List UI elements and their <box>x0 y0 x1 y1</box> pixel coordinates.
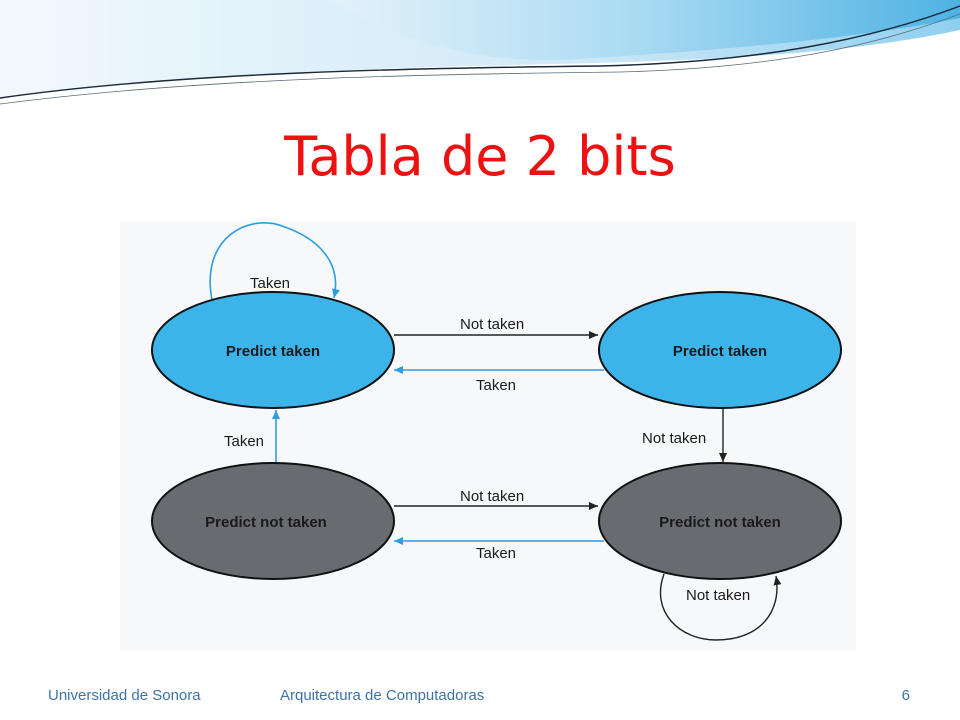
footer-course: Arquitectura de Computadoras <box>280 687 484 704</box>
self-loop-arrow-bottom-right <box>660 574 776 640</box>
state-predict-not-taken-weak: Predict not taken <box>152 463 394 579</box>
label-bottom-left-to-top-left: Taken <box>224 433 264 450</box>
self-loop-label-bottom-right: Not taken <box>686 587 750 604</box>
label-top-right-to-top-left: Taken <box>476 377 516 394</box>
state-predict-not-taken-strong: Predict not taken <box>599 463 841 579</box>
slide-footer: Universidad de Sonora Arquitectura de Co… <box>0 684 960 708</box>
self-loop-label-top-left: Taken <box>250 275 290 292</box>
label-bottom-right-to-bottom-left: Taken <box>476 545 516 562</box>
state-predict-taken-weak: Predict taken <box>599 292 841 408</box>
label-bottom-left-to-bottom-right: Not taken <box>460 488 524 505</box>
state-label-top-left: Predict taken <box>226 343 320 360</box>
state-predict-taken-strong: Predict taken <box>152 292 394 408</box>
state-label-bottom-left: Predict not taken <box>205 514 327 531</box>
footer-institution: Universidad de Sonora <box>48 687 201 704</box>
label-top-left-to-top-right: Not taken <box>460 316 524 333</box>
footer-page-number: 6 <box>902 687 910 704</box>
state-label-top-right: Predict taken <box>673 343 767 360</box>
label-top-right-to-bottom-right: Not taken <box>642 430 706 447</box>
state-label-bottom-right: Predict not taken <box>659 514 781 531</box>
